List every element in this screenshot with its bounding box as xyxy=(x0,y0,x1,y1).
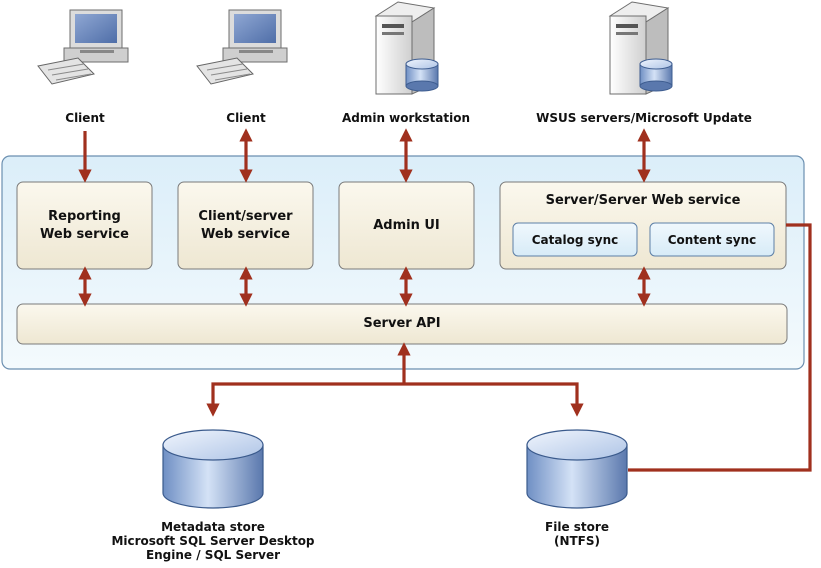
server-api-label: Server API xyxy=(363,316,441,331)
client-computer-icon xyxy=(196,9,288,85)
server-tower-icon xyxy=(608,1,673,95)
content-sync-box xyxy=(649,222,775,257)
catalog-sync-label: Catalog sync xyxy=(531,232,619,247)
admin-ui-label: Admin UI xyxy=(373,217,440,233)
database-cylinder-icon xyxy=(162,429,264,509)
connector-server-server-to-file-store xyxy=(628,223,812,472)
file-store-label: File store (NTFS) xyxy=(517,520,637,548)
client-server-web-service-line1: Client/server xyxy=(198,208,293,224)
client-server-web-service-line2: Web service xyxy=(201,226,290,242)
metadata-store-line1: Metadata store xyxy=(161,520,265,534)
server-tower-icon xyxy=(374,1,439,95)
wsus-servers-label: WSUS servers/Microsoft Update xyxy=(536,111,752,125)
reporting-web-service-line1: Reporting xyxy=(48,208,121,224)
catalog-sync-box xyxy=(512,222,638,257)
admin-workstation-label: Admin workstation xyxy=(341,111,471,125)
client-computer-icon xyxy=(37,9,129,85)
metadata-store-line2: Microsoft SQL Server Desktop xyxy=(111,534,315,548)
client-server-web-service-label: Client/server Web service xyxy=(178,182,313,269)
connector-api-to-stores xyxy=(206,382,584,417)
file-store-line2: (NTFS) xyxy=(553,534,601,548)
server-server-web-service-label: Server/Server Web service xyxy=(545,193,741,208)
file-store-line1: File store xyxy=(545,520,609,534)
reporting-web-service-label: Reporting Web service xyxy=(17,182,152,269)
client-label: Client xyxy=(65,111,105,125)
file-store-cylinder-icon xyxy=(526,429,628,509)
content-sync-label: Content sync xyxy=(667,232,757,247)
metadata-store-label: Metadata store Microsoft SQL Server Desk… xyxy=(83,520,343,562)
client-label: Client xyxy=(226,111,266,125)
metadata-store-line3: Engine / SQL Server xyxy=(145,548,281,562)
reporting-web-service-line2: Web service xyxy=(40,226,129,242)
